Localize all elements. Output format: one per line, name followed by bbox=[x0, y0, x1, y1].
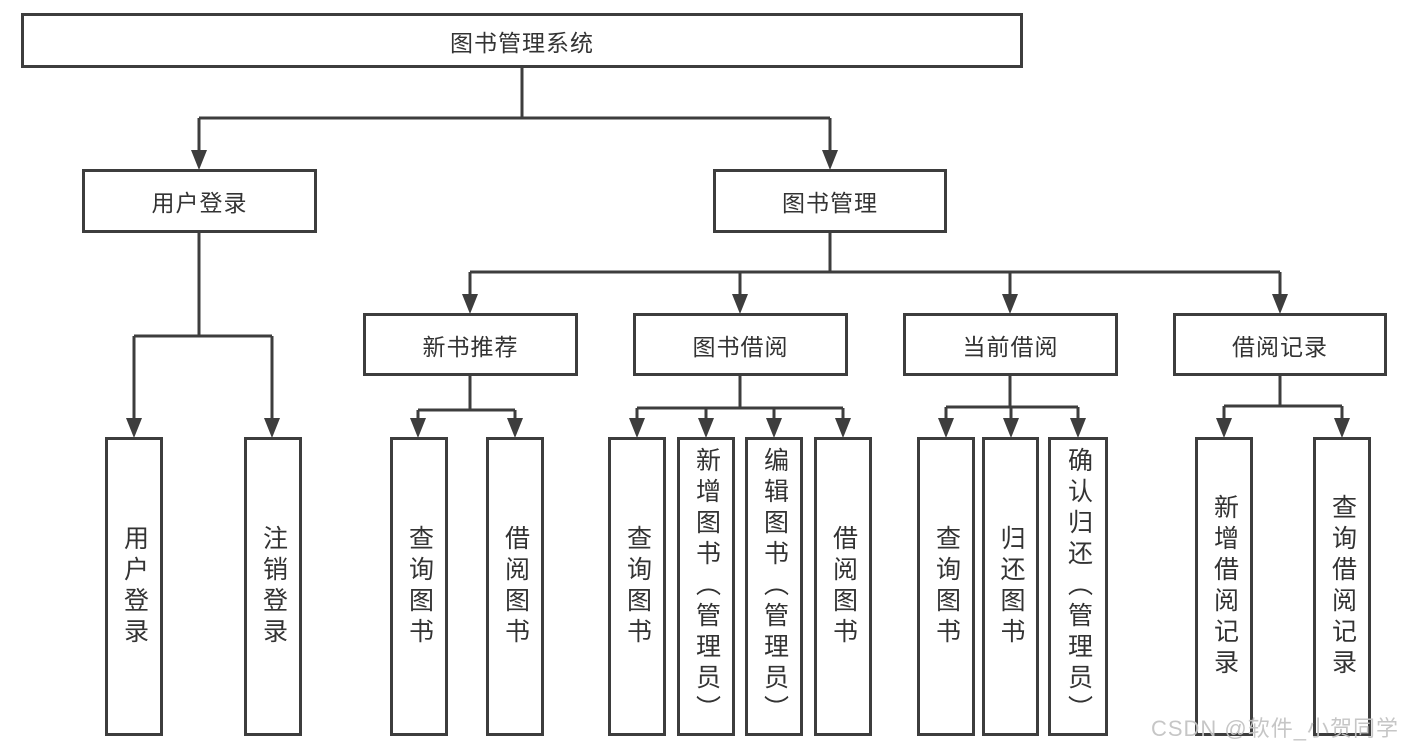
node-user-login: 用户登录 bbox=[82, 169, 317, 233]
leaf-confirm-return-admin: 确认归还（管理员） bbox=[1048, 437, 1108, 736]
arrowhead-icon bbox=[766, 418, 782, 438]
node-book-management: 图书管理 bbox=[713, 169, 947, 233]
connector-book-borrow-to-leaves bbox=[629, 376, 851, 438]
arrowhead-icon bbox=[835, 418, 851, 438]
connector-user-login-to-leaves bbox=[126, 233, 280, 438]
arrowhead-icon bbox=[462, 294, 478, 314]
arrowhead-icon bbox=[507, 418, 523, 438]
leaf-query-books: 查询图书 bbox=[608, 437, 666, 736]
arrowhead-icon bbox=[1334, 418, 1350, 438]
arrowhead-icon bbox=[191, 150, 207, 170]
node-new-book-recommend: 新书推荐 bbox=[363, 313, 578, 376]
node-current-borrowing: 当前借阅 bbox=[903, 313, 1118, 376]
node-book-borrowing: 图书借阅 bbox=[633, 313, 848, 376]
leaf-user-login: 用户登录 bbox=[105, 437, 163, 736]
arrowhead-icon bbox=[410, 418, 426, 438]
connector-new-book-to-leaves bbox=[410, 376, 523, 438]
leaf-borrow-books: 借阅图书 bbox=[814, 437, 872, 736]
leaf-add-books-admin: 新增图书（管理员） bbox=[677, 437, 735, 736]
watermark: CSDN @软件_小贺同学 bbox=[1150, 716, 1399, 741]
arrowhead-icon bbox=[1003, 418, 1019, 438]
leaf-return-books: 归还图书 bbox=[982, 437, 1039, 736]
arrowhead-icon bbox=[629, 418, 645, 438]
leaf-edit-books-admin: 编辑图书（管理员） bbox=[745, 437, 803, 736]
connector-root-to-level2 bbox=[191, 68, 838, 170]
connector-book-mgmt-to-level3 bbox=[462, 233, 1288, 314]
connector-current-borrow-to-leaves bbox=[938, 376, 1086, 438]
leaf-logout: 注销登录 bbox=[244, 437, 302, 736]
arrowhead-icon bbox=[698, 418, 714, 438]
leaf-query-books: 查询图书 bbox=[917, 437, 975, 736]
arrowhead-icon bbox=[1216, 418, 1232, 438]
node-root-system: 图书管理系统 bbox=[21, 13, 1023, 68]
leaf-add-borrow-record: 新增借阅记录 bbox=[1195, 437, 1253, 736]
arrowhead-icon bbox=[822, 150, 838, 170]
arrowhead-icon bbox=[1070, 418, 1086, 438]
arrowhead-icon bbox=[264, 418, 280, 438]
leaf-query-books: 查询图书 bbox=[390, 437, 448, 736]
arrowhead-icon bbox=[1272, 294, 1288, 314]
node-borrowing-records: 借阅记录 bbox=[1173, 313, 1387, 376]
arrowhead-icon bbox=[732, 294, 748, 314]
arrowhead-icon bbox=[126, 418, 142, 438]
arrowhead-icon bbox=[938, 418, 954, 438]
leaf-query-borrow-record: 查询借阅记录 bbox=[1313, 437, 1371, 736]
leaf-borrow-books: 借阅图书 bbox=[486, 437, 544, 736]
arrowhead-icon bbox=[1002, 294, 1018, 314]
connector-borrow-records-to-leaves bbox=[1216, 376, 1350, 438]
